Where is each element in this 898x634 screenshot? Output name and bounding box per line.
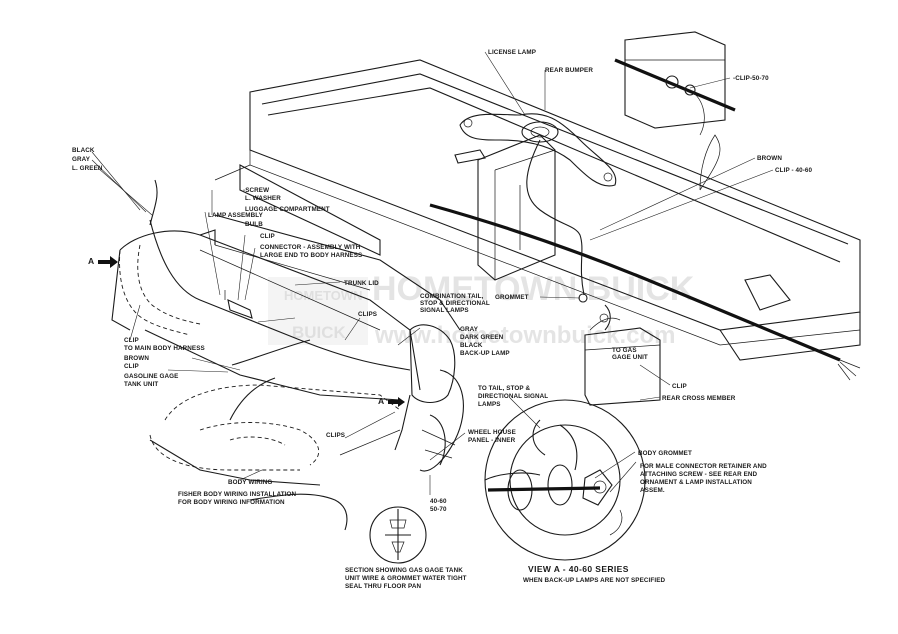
view-a-circle [484, 399, 646, 561]
label-clip-main-1: CLIP [124, 337, 139, 344]
label-arrow-a2: A [378, 396, 385, 406]
clip-50-70-box [614, 31, 736, 136]
label-gas-gage-1: GASOLINE GAGE [124, 373, 178, 380]
label-combo-3: SIGNAL LAMPS [420, 307, 469, 314]
label-luggage-1: LUGGAGE COMPARTMENT [245, 206, 330, 213]
label-combo-1: COMBINATION TAIL, [420, 293, 484, 300]
body-wiring-line [249, 493, 348, 531]
label-tail-1: TO TAIL, STOP & [478, 385, 530, 392]
left-wires-up [149, 179, 158, 226]
leader-lines [91, 51, 774, 495]
label-fisher-1: FISHER BODY WIRING INSTALLATION [178, 491, 297, 498]
label-brown-left: BROWN [124, 355, 149, 362]
label-tail-2: DIRECTIONAL SIGNAL [478, 393, 548, 400]
label-dark-green: DARK GREEN [460, 334, 504, 341]
label-grommet: GROMMET [495, 294, 529, 301]
label-clip-top: CLIP [260, 233, 275, 240]
label-luggage-2: LAMP ASSEMBLY [208, 212, 264, 219]
label-clip-main-2: TO MAIN BODY HARNESS [124, 345, 205, 352]
label-clip-40-60: CLIP - 40-60 [775, 167, 813, 174]
label-rear-bumper: REAR BUMPER [545, 67, 593, 74]
license-lamp-wire [526, 139, 585, 296]
label-bulb: BULB [245, 221, 263, 228]
label-fisher-2: FOR BODY WIRING INFORMATION [178, 499, 285, 506]
wheel-house-drawing [149, 384, 401, 486]
left-harness [149, 219, 411, 371]
label-section-1: SECTION SHOWING GAS GAGE TANK [345, 567, 463, 574]
watermark-line2: www.hometownbuick.com [374, 322, 675, 349]
label-rear-cross: REAR CROSS MEMBER [662, 395, 736, 402]
label-to-gas-1: TO GAS [612, 347, 637, 354]
label-black: BLACK [72, 147, 95, 154]
label-brown-right: BROWN [757, 155, 782, 162]
label-clip-left: CLIP [124, 363, 139, 370]
label-body-wiring: BODY WIRING [228, 479, 272, 486]
tail-lamp-drawing [394, 324, 464, 472]
label-series-4060: 40-60 [430, 498, 447, 505]
bumper-bracket [477, 134, 556, 281]
label-gray: GRAY [72, 156, 91, 163]
arrow-a-left [98, 256, 118, 268]
label-tail-3: LAMPS [478, 401, 501, 408]
gas-gage-wire [229, 377, 276, 421]
label-gray-mid: GRAY [460, 326, 479, 333]
label-male-conn-3: ORNAMENT & LAMP INSTALLATION [640, 479, 752, 486]
watermark-badge-top: HOMETOWN [284, 288, 362, 303]
label-arrow-a: A [88, 256, 95, 266]
label-section-3: SEAL THRU FLOOR PAN [345, 583, 422, 590]
label-series-5070: 50-70 [430, 506, 447, 513]
label-combo-2: STOP & DIRECTIONAL [420, 300, 490, 307]
label-male-conn-2: ATTACHING SCREW - SEE REAR END [640, 471, 758, 478]
label-clip-right: CLIP [672, 383, 687, 390]
harness-to-lamp [231, 339, 311, 366]
label-to-gas-2: GAGE UNIT [612, 354, 648, 361]
label-gas-gage-2: TANK UNIT [124, 381, 158, 388]
label-backup-lamp: BACK-UP LAMP [460, 350, 510, 357]
section-circle [369, 506, 427, 564]
label-license-lamp: LICENSE LAMP [488, 49, 536, 56]
left-body-drawing [111, 229, 421, 401]
label-screw: -SCREW [243, 187, 269, 194]
label-body-grommet: BODY GROMMET [638, 450, 692, 457]
label-male-conn-1: FOR MALE CONNECTOR RETAINER AND [640, 463, 767, 470]
license-lamp-drawing [454, 113, 617, 187]
label-connector-2: LARGE END TO BODY HARNESS [260, 252, 362, 259]
harness-end-wires [837, 359, 861, 381]
label-black-mid: BLACK [460, 342, 483, 349]
label-wheel-house-2: PANEL - INNER [468, 437, 516, 444]
label-trunk-lid: TRUNK LID [344, 280, 379, 287]
label-view-sub: WHEN BACK-UP LAMPS ARE NOT SPECIFIED [523, 577, 665, 584]
label-clips-lower: CLIPS [326, 432, 345, 439]
watermark-badge-bottom: BUICK [292, 323, 347, 342]
arrow-a-mid [388, 397, 405, 407]
main-harness [429, 203, 841, 362]
label-section-2: UNIT WIRE & GROMMET WATER TIGHT [345, 575, 467, 582]
label-connector-1: CONNECTOR - ASSEMBLY WITH [260, 244, 361, 251]
label-wheel-house-1: WHEEL HOUSE [468, 429, 516, 436]
label-l-washer: L. WASHER [245, 195, 281, 202]
label-clip-50-70: -CLIP-50-70 [733, 75, 769, 82]
label-male-conn-4: ASSEM. [640, 487, 665, 494]
label-clips-upper: CLIPS [358, 311, 377, 318]
label-view-title: VIEW A - 40-60 SERIES [528, 564, 629, 574]
trunk-lid-drawing [214, 214, 461, 331]
label-l-green: L. GREEN [72, 165, 103, 172]
rear-cross-member [584, 304, 661, 406]
